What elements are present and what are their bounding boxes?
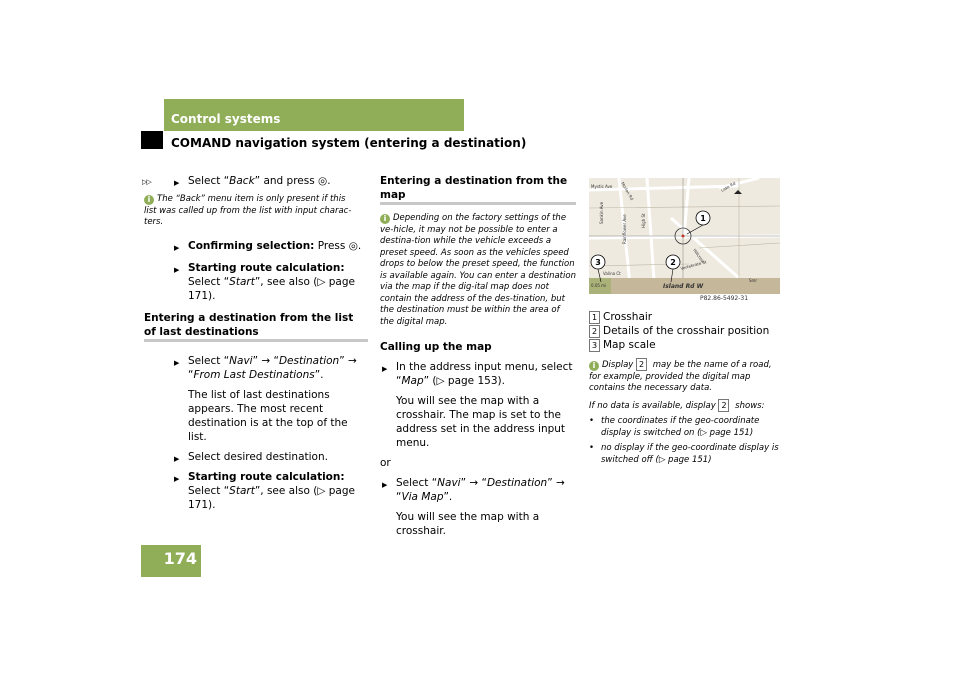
map-label-scale: 0.05 mi (591, 283, 606, 288)
or-text: or (380, 457, 391, 469)
figure-code: P82.86-5492-31 (700, 295, 749, 302)
map-label-rainflower: Rainflower Ave (622, 214, 627, 244)
map-callout-2: 2 (670, 258, 676, 267)
bullet-2: •no display if the geo-coordinate displa… (589, 443, 779, 465)
map-graphic: Mystic Ave Morlan Rd Sankin Ave Rainflow… (589, 178, 780, 294)
heading-rule (144, 338, 368, 342)
map-label-island: Island Rd W (663, 283, 704, 290)
map-label-smr: Smr (749, 278, 757, 283)
bullet-1: •the coordinates if the geo-coordinate d… (589, 416, 760, 438)
map-label-valina: Valina Ct (603, 271, 621, 276)
section-title: Control systems (171, 112, 281, 126)
dial-icon: ◎ (348, 239, 358, 252)
list-appears-text: The list of last destinations appears. T… (188, 388, 348, 443)
step-route-2: Starting route calculation:Select “Start… (172, 470, 368, 512)
step-address: In the address input menu, select “Map” … (380, 360, 576, 388)
chapter-title: COMAND navigation system (entering a des… (171, 136, 527, 150)
dial-icon: ◎ (318, 175, 328, 187)
crosshair-text: You will see the map with a crosshair. T… (396, 395, 566, 449)
continued-marker: ▷▷ (142, 178, 152, 186)
info-icon: i (589, 361, 599, 371)
header-bar (164, 99, 464, 131)
page-number: 174 (163, 549, 197, 568)
step-select: Select desired destination. (172, 450, 368, 466)
step-route: Starting route calculation:Select “Start… (172, 261, 368, 303)
info-icon: i (380, 214, 390, 224)
map-illustration: Mystic Ave Morlan Rd Sankin Ave Rainflow… (589, 178, 780, 294)
info-icon: i (144, 195, 154, 205)
map-label-hayden: Sankin Ave (599, 201, 604, 224)
map-callout-3: 3 (595, 258, 601, 267)
page-number-box (141, 545, 201, 577)
step-back: Select “Back” and press ◎. (172, 174, 368, 190)
map-label-vertebrate: Vertebrate St (680, 259, 707, 271)
no-data-text: If no data is available, display 2 shows… (589, 398, 765, 412)
step-navi: Select “Navi” → “Destination” → “From La… (172, 354, 368, 382)
header-marker (141, 131, 163, 149)
last-destinations-heading: Entering a destination from the list of … (144, 311, 354, 338)
map-label-high: High St (641, 213, 646, 228)
map-heading: Entering a destination from the map (380, 175, 568, 201)
map-label-mystic: Mystic Ave (591, 184, 613, 189)
calling-heading: Calling up the map (380, 341, 492, 353)
step-via-map: Select “Navi” → “Destination” → “Via Map… (380, 476, 576, 504)
crosshair-text-2: You will see the map with a crosshair. (396, 511, 540, 537)
vehicle-icon (734, 190, 742, 194)
heading-rule (380, 202, 576, 205)
map-callout-1: 1 (700, 214, 706, 223)
step-confirm: Confirming selection: Press ◎. (172, 239, 368, 255)
